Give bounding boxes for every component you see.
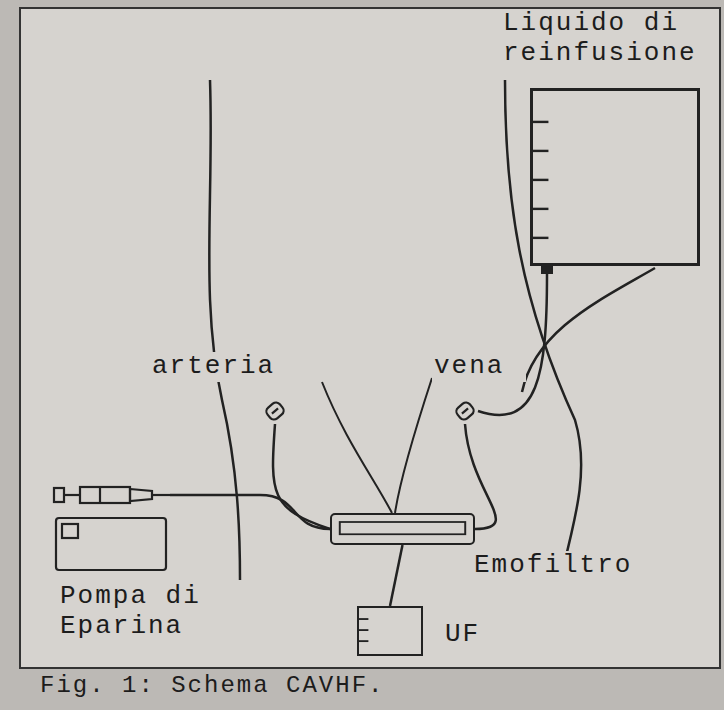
groin-line — [322, 382, 392, 513]
bag-node: Liquido di reinfusione — [530, 88, 700, 266]
leg-outline — [522, 268, 655, 392]
part-label: UF — [443, 620, 507, 650]
bag-ticks — [533, 91, 697, 263]
tube-line — [170, 495, 330, 529]
part-label: Pompa di Eparina — [58, 582, 232, 642]
part-label: arteria — [150, 352, 294, 382]
cath-node: vena — [452, 398, 478, 424]
uf-ticks — [359, 608, 421, 654]
filter-node: Emofiltro — [330, 513, 475, 545]
pump-node: Pompa di Eparina — [52, 480, 170, 572]
groin-line — [395, 378, 432, 513]
part-label: vena — [432, 352, 526, 382]
catheter-symbol — [262, 398, 288, 424]
uf-node: UF — [357, 606, 423, 656]
tube-line — [390, 545, 403, 606]
heparin-pump — [52, 480, 170, 572]
bag-outlet — [541, 266, 553, 274]
tube-path — [478, 274, 547, 415]
part-label: Liquido di reinfusione — [501, 9, 715, 69]
tube-line — [478, 274, 547, 415]
tube-line — [273, 424, 330, 529]
tube-path — [273, 424, 330, 529]
part-label: Emofiltro — [472, 551, 676, 581]
leg-outline — [505, 80, 581, 580]
cath-node: arteria — [262, 398, 288, 424]
tube-path — [390, 545, 403, 606]
filter-body — [332, 515, 473, 543]
figure-frame — [20, 8, 720, 668]
figure-caption: Fig. 1: Schema CAVHF. — [40, 672, 384, 699]
catheter-symbol — [452, 398, 478, 424]
tube-path — [170, 495, 330, 529]
leg-outline — [209, 80, 240, 580]
